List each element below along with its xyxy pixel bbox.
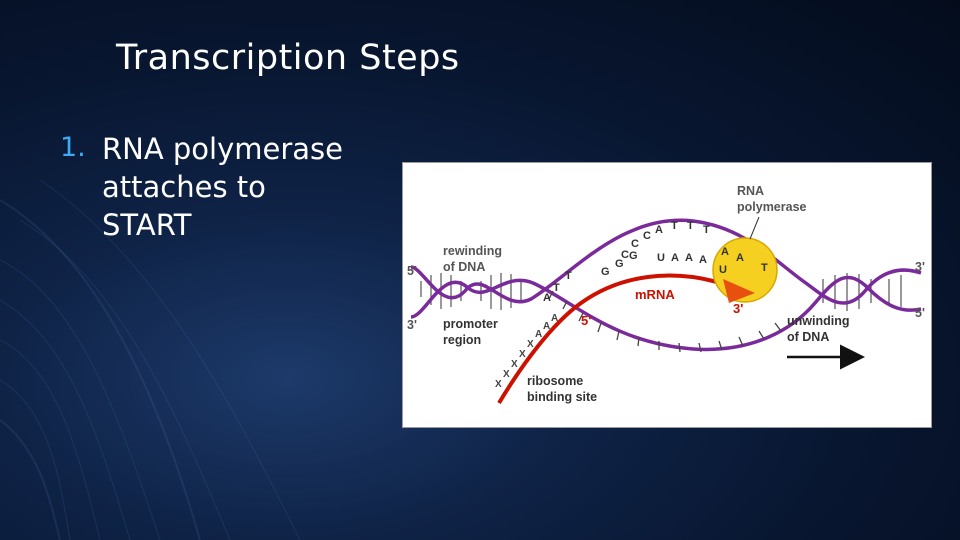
transcription-diagram-svg: C C C A T T T A A T A T T G G G U A A A … (407, 184, 925, 405)
mrna-base-1: G (601, 266, 610, 278)
mrna-base-3: G (629, 250, 638, 262)
label-of-dna-rewinding: of DNA (443, 260, 485, 274)
label-region: region (443, 333, 481, 347)
dna-bottom-strand (410, 275, 922, 352)
label-polymerase: polymerase (737, 200, 807, 214)
top-base-2: C (631, 238, 639, 250)
bullet-line-2: attaches to (102, 170, 266, 204)
bullet-line-3: START (102, 208, 192, 242)
top-base-8: A (721, 246, 729, 258)
left-base-3: T (565, 270, 572, 282)
label-promoter: promoter (443, 317, 498, 331)
tail-mark-3: A (535, 329, 542, 340)
slide-title: Transcription Steps (116, 38, 460, 78)
transcription-diagram: C C C A T T T A A T A T T G G G U A A A … (402, 162, 932, 428)
label-binding-site: binding site (527, 390, 597, 404)
end-3-right: 3' (915, 260, 925, 274)
label-mrna-3: 3' (733, 301, 743, 316)
label-ribosome: ribosome (527, 374, 583, 388)
label-rna: RNA (737, 184, 764, 198)
label-rewinding: rewinding (443, 244, 502, 258)
dna-top-strand (410, 218, 922, 305)
label-unwinding: unwinding (787, 314, 849, 328)
tail-mark-5: X (519, 349, 526, 360)
left-base-1: A (543, 292, 551, 304)
mrna-base-5: A (671, 252, 679, 264)
end-3-left: 3' (407, 318, 417, 332)
label-of-dna-unwinding: of DNA (787, 330, 829, 344)
end-5-right: 5' (915, 306, 925, 320)
top-base-7: T (703, 224, 710, 236)
polymerase-leader-line (749, 216, 760, 240)
template-ticks (548, 290, 782, 353)
tail-mark-6: X (511, 359, 518, 370)
end-5-left: 5' (407, 264, 417, 278)
left-base-2: T (553, 282, 560, 294)
top-base-4: A (655, 224, 663, 236)
mrna-base-7: A (699, 254, 707, 266)
bullet-list: 1. RNA polymerase attaches to START (60, 130, 390, 244)
mrna-base-2: G (615, 258, 624, 270)
top-base-9: A (736, 252, 744, 264)
tail-mark-4: X (527, 339, 534, 350)
tail-mark-1: A (551, 313, 558, 324)
mrna-base-8: U (719, 264, 727, 276)
mrna-base-4: U (657, 252, 665, 264)
top-base-10: T (761, 262, 768, 274)
top-base-5: T (671, 220, 678, 232)
mrna-base-6: A (685, 252, 693, 264)
tail-mark-8: X (495, 379, 502, 390)
top-base-3: C (643, 230, 651, 242)
bullet-line-1: RNA polymerase (102, 132, 344, 166)
label-mrna: mRNA (635, 287, 675, 302)
bullet-item: 1. RNA polymerase attaches to START (60, 130, 390, 244)
label-mrna-5: 5' (581, 313, 591, 328)
tail-mark-2: A (543, 321, 550, 332)
top-base-1: C (621, 249, 629, 261)
top-base-6: T (687, 220, 694, 232)
polymerase-arrow (723, 279, 755, 303)
tail-mark-7: X (503, 369, 510, 380)
bullet-number: 1. (60, 132, 86, 163)
